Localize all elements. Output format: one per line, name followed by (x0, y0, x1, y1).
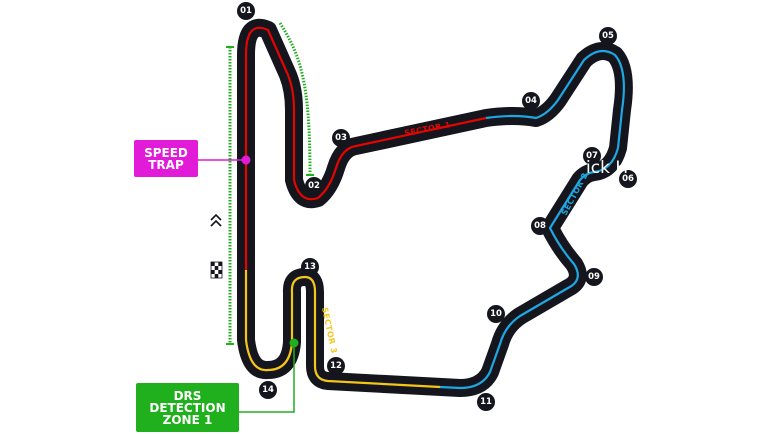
overlay-text-right: ick H (586, 158, 629, 178)
turn-marker-02: 02 (305, 177, 323, 195)
turn-marker-05: 05 (599, 27, 617, 45)
sector-1-line (244, 26, 487, 270)
drs-line1: DRS (173, 388, 202, 403)
drs-zone-turn1 (278, 22, 312, 176)
turn-marker-07: 07 (583, 147, 601, 165)
turn-marker-10: 10 (487, 305, 505, 323)
turn-marker-14: 14 (259, 381, 277, 399)
svg-text:13: 13 (304, 262, 316, 272)
turn-marker-06: 06 (619, 170, 637, 188)
drs-detection-marker (289, 338, 299, 348)
turn-marker-04: 04 (522, 92, 540, 110)
overlay-text-left: C (346, 158, 358, 178)
speed-trap-marker (241, 155, 251, 165)
turn-marker-03: 03 (332, 129, 350, 147)
drs-connector (239, 344, 295, 413)
svg-text:09: 09 (588, 272, 600, 282)
turn-marker-09: 09 (585, 268, 603, 286)
turn-marker-08: 08 (531, 217, 549, 235)
svg-text:01: 01 (240, 6, 252, 16)
drs-detection-zone-label: DRS DETECTION ZONE 1 (136, 383, 239, 432)
double-chevron-up-icon (210, 213, 222, 227)
sector-3-line (244, 270, 441, 389)
svg-text:12: 12 (330, 361, 342, 371)
svg-text:06: 06 (622, 174, 634, 184)
svg-text:05: 05 (602, 31, 614, 41)
svg-text:07: 07 (586, 151, 598, 161)
svg-text:11: 11 (480, 397, 492, 407)
svg-text:14: 14 (262, 385, 274, 395)
svg-text:08: 08 (534, 221, 546, 231)
svg-text:03: 03 (335, 133, 347, 143)
drs-line3: ZONE 1 (162, 412, 213, 427)
svg-text:02: 02 (308, 181, 320, 191)
turn-marker-11: 11 (477, 393, 495, 411)
speed-trap-label: SPEED TRAP (134, 140, 198, 177)
turn-markers: 01 02 03 04 05 06 07 08 09 10 11 12 13 1… (237, 2, 637, 411)
checkered-flag-icon (210, 261, 223, 279)
svg-text:10: 10 (490, 309, 502, 319)
speed-trap-line2: TRAP (148, 157, 184, 172)
drs-zones (226, 22, 314, 345)
drs-line2: DETECTION (149, 400, 226, 415)
sector-2-line (439, 49, 625, 390)
turn-marker-01: 01 (237, 2, 255, 20)
svg-text:04: 04 (525, 96, 537, 106)
turn-marker-13: 13 (301, 258, 319, 276)
turn-marker-12: 12 (327, 357, 345, 375)
speed-trap-line1: SPEED (144, 145, 188, 160)
